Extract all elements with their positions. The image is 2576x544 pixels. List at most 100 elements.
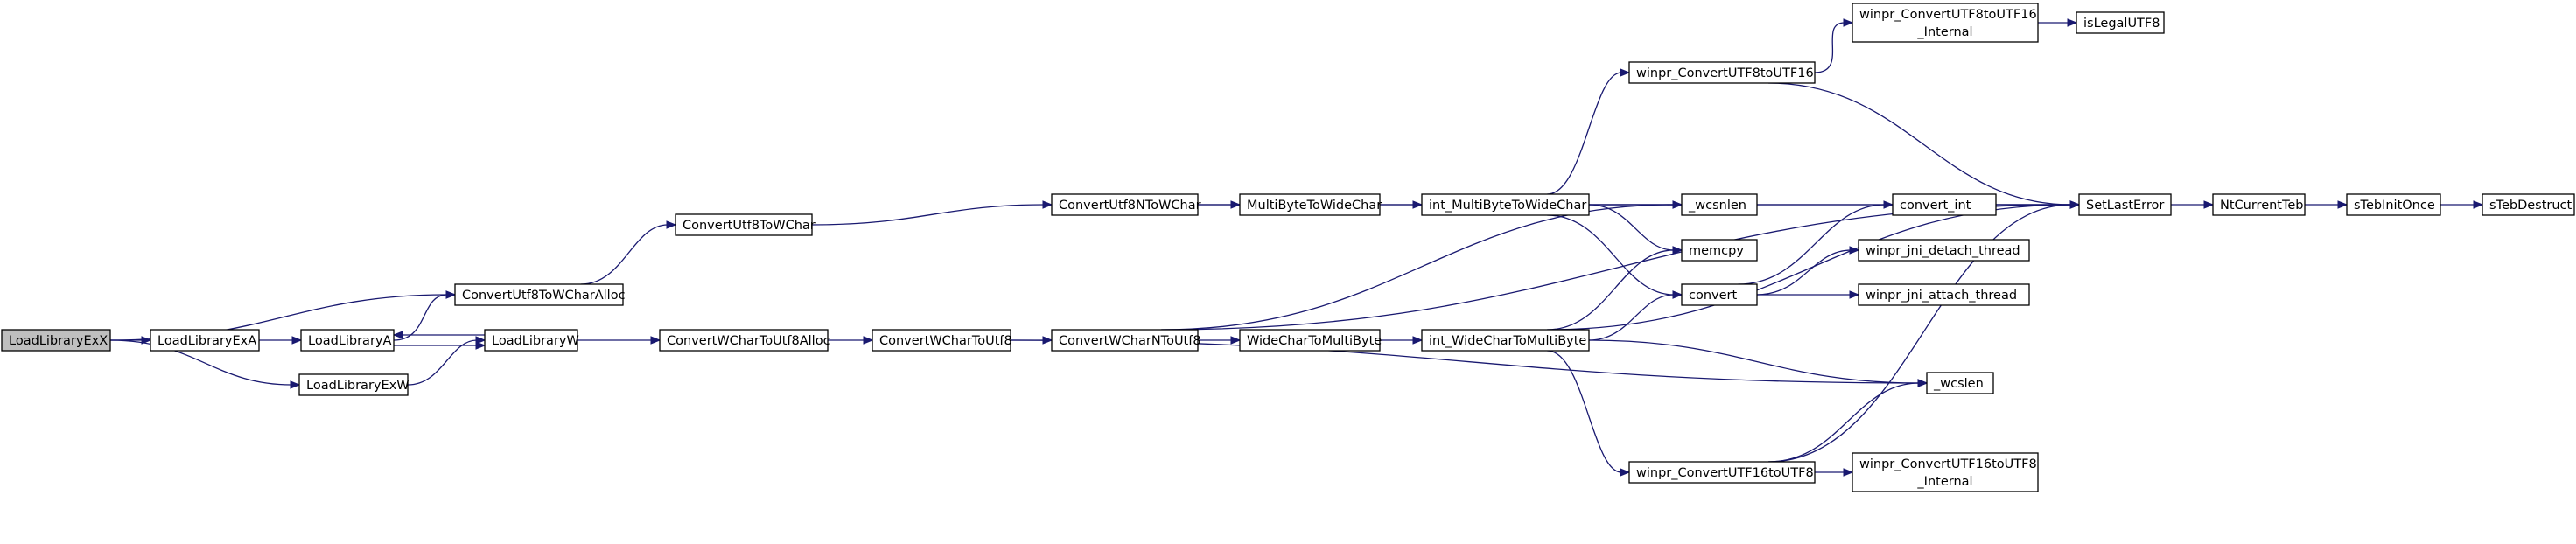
node-label-line2: _Internal [1916,25,1972,39]
arrowhead [863,336,874,345]
node-winpr-jni-attach-thread[interactable]: winpr_jni_attach_thread [1858,283,2030,306]
arrowhead [475,341,486,350]
arrowhead [2473,200,2484,209]
node-convert[interactable]: convert [1681,283,1758,306]
node-box [150,329,260,352]
arrowhead [2067,18,2078,27]
edge-line [1738,204,1886,285]
arrowhead [475,336,486,345]
edge-int-widechartomultibyte-to-convert [1588,290,1684,341]
edge-convertutf8towchar-to-convertutf8ntowchar [811,200,1054,226]
node-label: ConvertWCharToUtf8Alloc [667,334,830,348]
edge-winpr-convertutf16toutf8-to-setlasterror [1768,200,2081,463]
node-winpr-convertutf8toutf16-internal[interactable]: winpr_ConvertUTF8toUTF16_Internal [1852,3,2039,43]
node-widechartomultibyte[interactable]: WideCharToMultiByte [1239,329,1382,352]
edge-int-multibytetowidechar-to-memcpy [1588,204,1684,255]
node-wcsnlen[interactable]: _wcsnlen [1681,193,1758,216]
arrowhead [666,220,677,229]
node-loadlibraryexw[interactable]: LoadLibraryExW [298,373,410,396]
node-int-multibytetowidechar[interactable]: int_MultiByteToWideChar [1421,193,1590,216]
arrowhead [1620,468,1631,477]
node-box [454,283,624,306]
edge-line [1547,249,1675,331]
edge-convertwcharntoutf8-to-widechartomultibyte [1198,336,1242,345]
node-loadlibraryw[interactable]: LoadLibraryW [484,329,579,352]
edge-winpr-convertutf8toutf16-internal-to-islegalutf8 [2038,18,2078,27]
node-label: LoadLibraryExW [306,379,410,393]
node-box [1628,61,1816,84]
edge-convert-to-convert-int [1738,200,1894,285]
node-label: SetLastError [2086,199,2164,213]
node-loadlibrarya[interactable]: LoadLibraryA [300,329,395,352]
edge-convertutf8towcharalloc-to-convertutf8towchar [580,220,677,285]
node-label: winpr_ConvertUTF8toUTF16 [1636,66,1814,80]
node-box [1421,193,1590,216]
node-label: LoadLibraryExX [9,334,108,348]
node-label: LoadLibraryA [308,334,391,348]
node-islegalutf8[interactable]: isLegalUTF8 [2076,11,2165,34]
node-box [484,329,578,352]
arrowhead [1042,200,1054,209]
node-convertutf8ntowchar[interactable]: ConvertUtf8NToWChar [1051,193,1201,216]
node-winpr-convertutf16toutf8-internal[interactable]: winpr_ConvertUTF16toUTF8_Internal [1852,452,2039,492]
node-convertutf8towchar[interactable]: ConvertUtf8ToWChar [675,213,816,236]
node-box [1051,329,1199,352]
edge-widechartomultibyte-to-int-widechartomultibyte [1380,336,1424,345]
edge-line [1547,72,1622,195]
node-box [1681,239,1758,262]
node-loadlibraryexx[interactable]: LoadLibraryExX [1,329,111,352]
edge-convert-to-winpr-jni-attach-thread [1756,290,1860,299]
node-box [2346,193,2441,216]
arrowhead [1849,290,1860,299]
arrowhead [1843,18,1854,27]
node-box [300,329,395,352]
node-label: NtCurrentTeb [2220,199,2304,213]
node-winpr-convertutf8toutf16[interactable]: winpr_ConvertUTF8toUTF16 [1628,61,1816,84]
node-stebinitonce[interactable]: sTebInitOnce [2346,193,2441,216]
arrowhead [2203,200,2215,209]
arrowhead [1672,200,1684,209]
edge-line [1161,204,2072,331]
node-convertwchartoutf8alloc[interactable]: ConvertWCharToUtf8Alloc [659,329,830,352]
arrowhead [1917,379,1928,387]
node-box [2078,193,2172,216]
node-box [1239,193,1381,216]
node-convertwcharntoutf8[interactable]: ConvertWCharNToUtf8 [1051,329,1201,352]
node-label: int_MultiByteToWideChar [1429,199,1586,213]
edge-line [1768,204,2072,463]
arrowhead [291,336,303,345]
node-box [2212,193,2306,216]
node-box [2482,193,2575,216]
node-label: sTebDestruct [2489,199,2572,213]
edge-convertwchartoutf8alloc-to-convertwchartoutf8 [828,336,874,345]
node-convertwchartoutf8[interactable]: ConvertWCharToUtf8 [872,329,1012,352]
node-label: winpr_jni_attach_thread [1866,289,2017,303]
node-label: memcpy [1689,244,1744,258]
node-box [1681,283,1758,306]
edge-loadlibrarya-to-convertutf8towcharalloc [393,290,457,341]
node-convertutf8towcharalloc[interactable]: ConvertUtf8ToWCharAlloc [454,283,626,306]
node-label: MultiByteToWideChar [1247,199,1382,213]
node-ntcurrentteb[interactable]: NtCurrentTeb [2212,193,2306,216]
node-memcpy[interactable]: memcpy [1681,239,1758,262]
node-setlasterror[interactable]: SetLastError [2078,193,2172,216]
node-int-widechartomultibyte[interactable]: int_WideCharToMultiByte [1421,329,1590,352]
edge-loadlibraryexa-to-loadlibrarya [259,336,303,345]
edge-line [580,224,668,285]
node-convert-int[interactable]: convert_int [1892,193,1997,216]
edge-winpr-convertutf16toutf8-to-winpr-convertutf16toutf8-internal [1815,468,1854,477]
edge-line [393,294,448,341]
node-multibytetowidechar[interactable]: MultiByteToWideChar [1239,193,1382,216]
arrowhead [2069,200,2081,209]
edge-ntcurrentteb-to-stebinitonce [2305,200,2348,209]
node-loadlibraryexa[interactable]: LoadLibraryExA [150,329,260,352]
edge-stebinitonce-to-stebdestruct [2440,200,2484,209]
node-stebdestruct[interactable]: sTebDestruct [2482,193,2575,216]
edge-int-widechartomultibyte-to-wcslen [1588,339,1928,387]
edge-setlasterror-to-ntcurrentteb [2171,200,2215,209]
node-box [1858,283,2030,306]
node-winpr-convertutf16toutf8[interactable]: winpr_ConvertUTF16toUTF8 [1628,461,1816,484]
node-winpr-jni-detach-thread[interactable]: winpr_jni_detach_thread [1858,239,2030,262]
node-wcslen[interactable]: _wcslen [1926,372,1994,394]
